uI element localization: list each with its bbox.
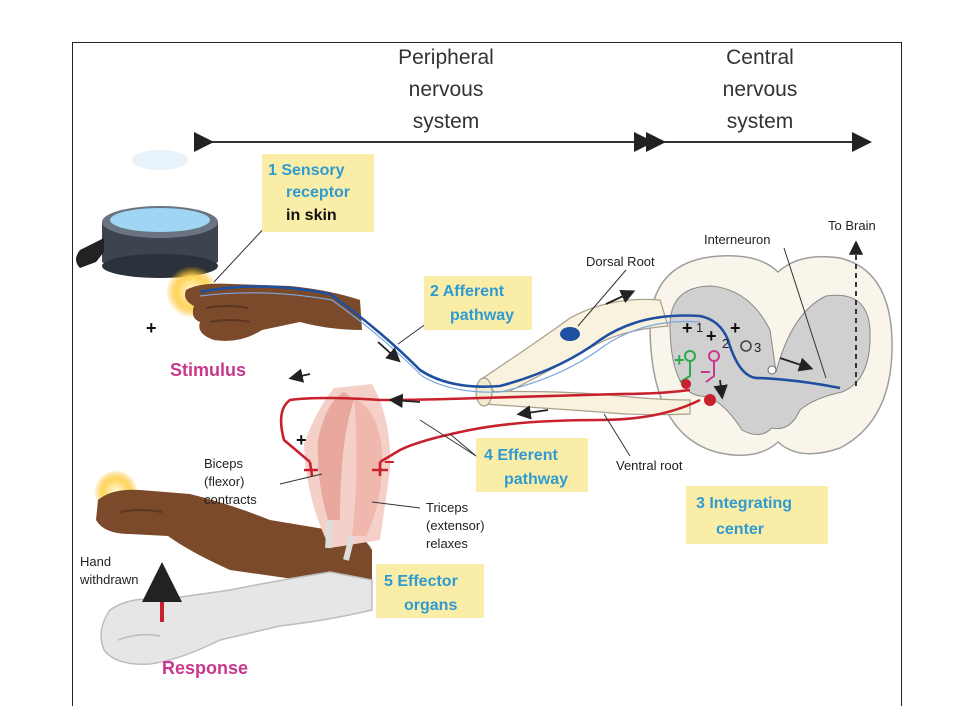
upper-arm-muscles-icon [304,384,391,561]
svg-text:Biceps: Biceps [204,456,244,471]
svg-text:contracts: contracts [204,492,257,507]
stimulus-plus-sign: + [146,318,157,338]
step-integrating-center: 3 Integrating center [686,486,828,544]
svg-text:pathway: pathway [504,471,568,488]
header-line: system [727,110,794,133]
faded-arm-icon [100,571,373,665]
response-arm-icon [94,470,372,582]
leader-line [371,501,421,509]
header-line: nervous [723,78,798,101]
svg-text:5 Effector: 5 Effector [384,573,458,590]
leader-line [449,433,477,457]
synapse-plus-sign: + [730,318,741,338]
svg-text:pathway: pathway [450,307,514,324]
leader-line [603,413,631,457]
leader-line [577,269,627,327]
synapse-plus-sign: + [674,350,685,370]
efferent-nerve-triceps [379,398,701,464]
dorsal-root-label: Dorsal Root [586,254,655,269]
biceps-label: Biceps (flexor) contracts [204,456,257,507]
synapse-minus-sign: − [700,362,711,382]
step-efferent-pathway: 4 Efferent pathway [476,438,588,492]
flow-arrow [288,368,311,383]
to-brain-label: To Brain [828,218,876,233]
svg-text:(flexor): (flexor) [204,474,244,489]
step-sensory-receptor: 1 Sensory receptor in skin [262,154,374,232]
svg-text:4 Efferent: 4 Efferent [484,447,558,464]
flow-arrow [388,393,421,408]
svg-text:(extensor): (extensor) [426,518,485,533]
biceps-plus-sign: + [296,430,307,450]
svg-text:in skin: in skin [286,207,337,224]
svg-text:receptor: receptor [286,184,350,201]
response-label: Response [162,658,248,678]
svg-text:Triceps: Triceps [426,500,469,515]
flow-arrow [377,341,401,363]
svg-text:withdrawn: withdrawn [79,572,139,587]
svg-text:Hand: Hand [80,554,111,569]
triceps-label: Triceps (extensor) relaxes [426,500,485,551]
flow-arrow [713,379,728,400]
svg-text:3 Integrating: 3 Integrating [696,495,792,512]
synapse-end-biceps [304,461,318,477]
interneuron-circuit [679,340,752,406]
synapse-end-triceps [372,462,388,476]
efferent-nerve-biceps [279,388,691,463]
header-line: system [413,110,480,133]
stimulus-hand-icon [166,266,362,341]
central-header: Central nervous system [723,46,798,133]
leader-line [279,473,323,485]
interneuron-label: Interneuron [704,232,771,247]
step-afferent-pathway: 2 Afferent pathway [424,276,532,330]
svg-text:organs: organs [404,597,457,614]
diagram-frame [72,42,902,706]
svg-text:relaxes: relaxes [426,536,468,551]
step-effector-organs: 5 Effector organs [376,564,484,618]
flow-arrow [516,405,549,420]
header-line: nervous [409,78,484,101]
svg-text:center: center [716,521,764,538]
leader-line [213,223,269,283]
peripheral-header: Peripheral nervous system [398,46,494,133]
header-line: Central [726,46,794,69]
synapse-number: 2 [722,336,729,351]
triceps-minus-sign: − [384,452,395,472]
afferent-nerve [199,285,841,390]
synapse-number: 1 [696,320,703,335]
stimulus-label: Stimulus [170,360,246,380]
svg-text:2 Afferent: 2 Afferent [430,283,505,300]
synapse-plus-sign: + [706,326,717,346]
afferent-nerve-shadow [199,292,701,393]
flow-arrow [779,357,814,372]
svg-text:1 Sensory: 1 Sensory [268,162,345,179]
header-line: Peripheral [398,46,494,69]
synapse-number: 3 [754,340,761,355]
flow-arrow [605,289,636,305]
hand-withdrawn-label: Hand withdrawn [79,554,139,587]
dorsal-root-ganglion-cell [560,327,580,341]
leader-line [419,419,477,457]
synapse-plus-sign: + [682,318,693,338]
pot-icon [76,150,218,278]
leader-line [783,247,827,379]
ventral-root-label: Ventral root [616,458,683,473]
